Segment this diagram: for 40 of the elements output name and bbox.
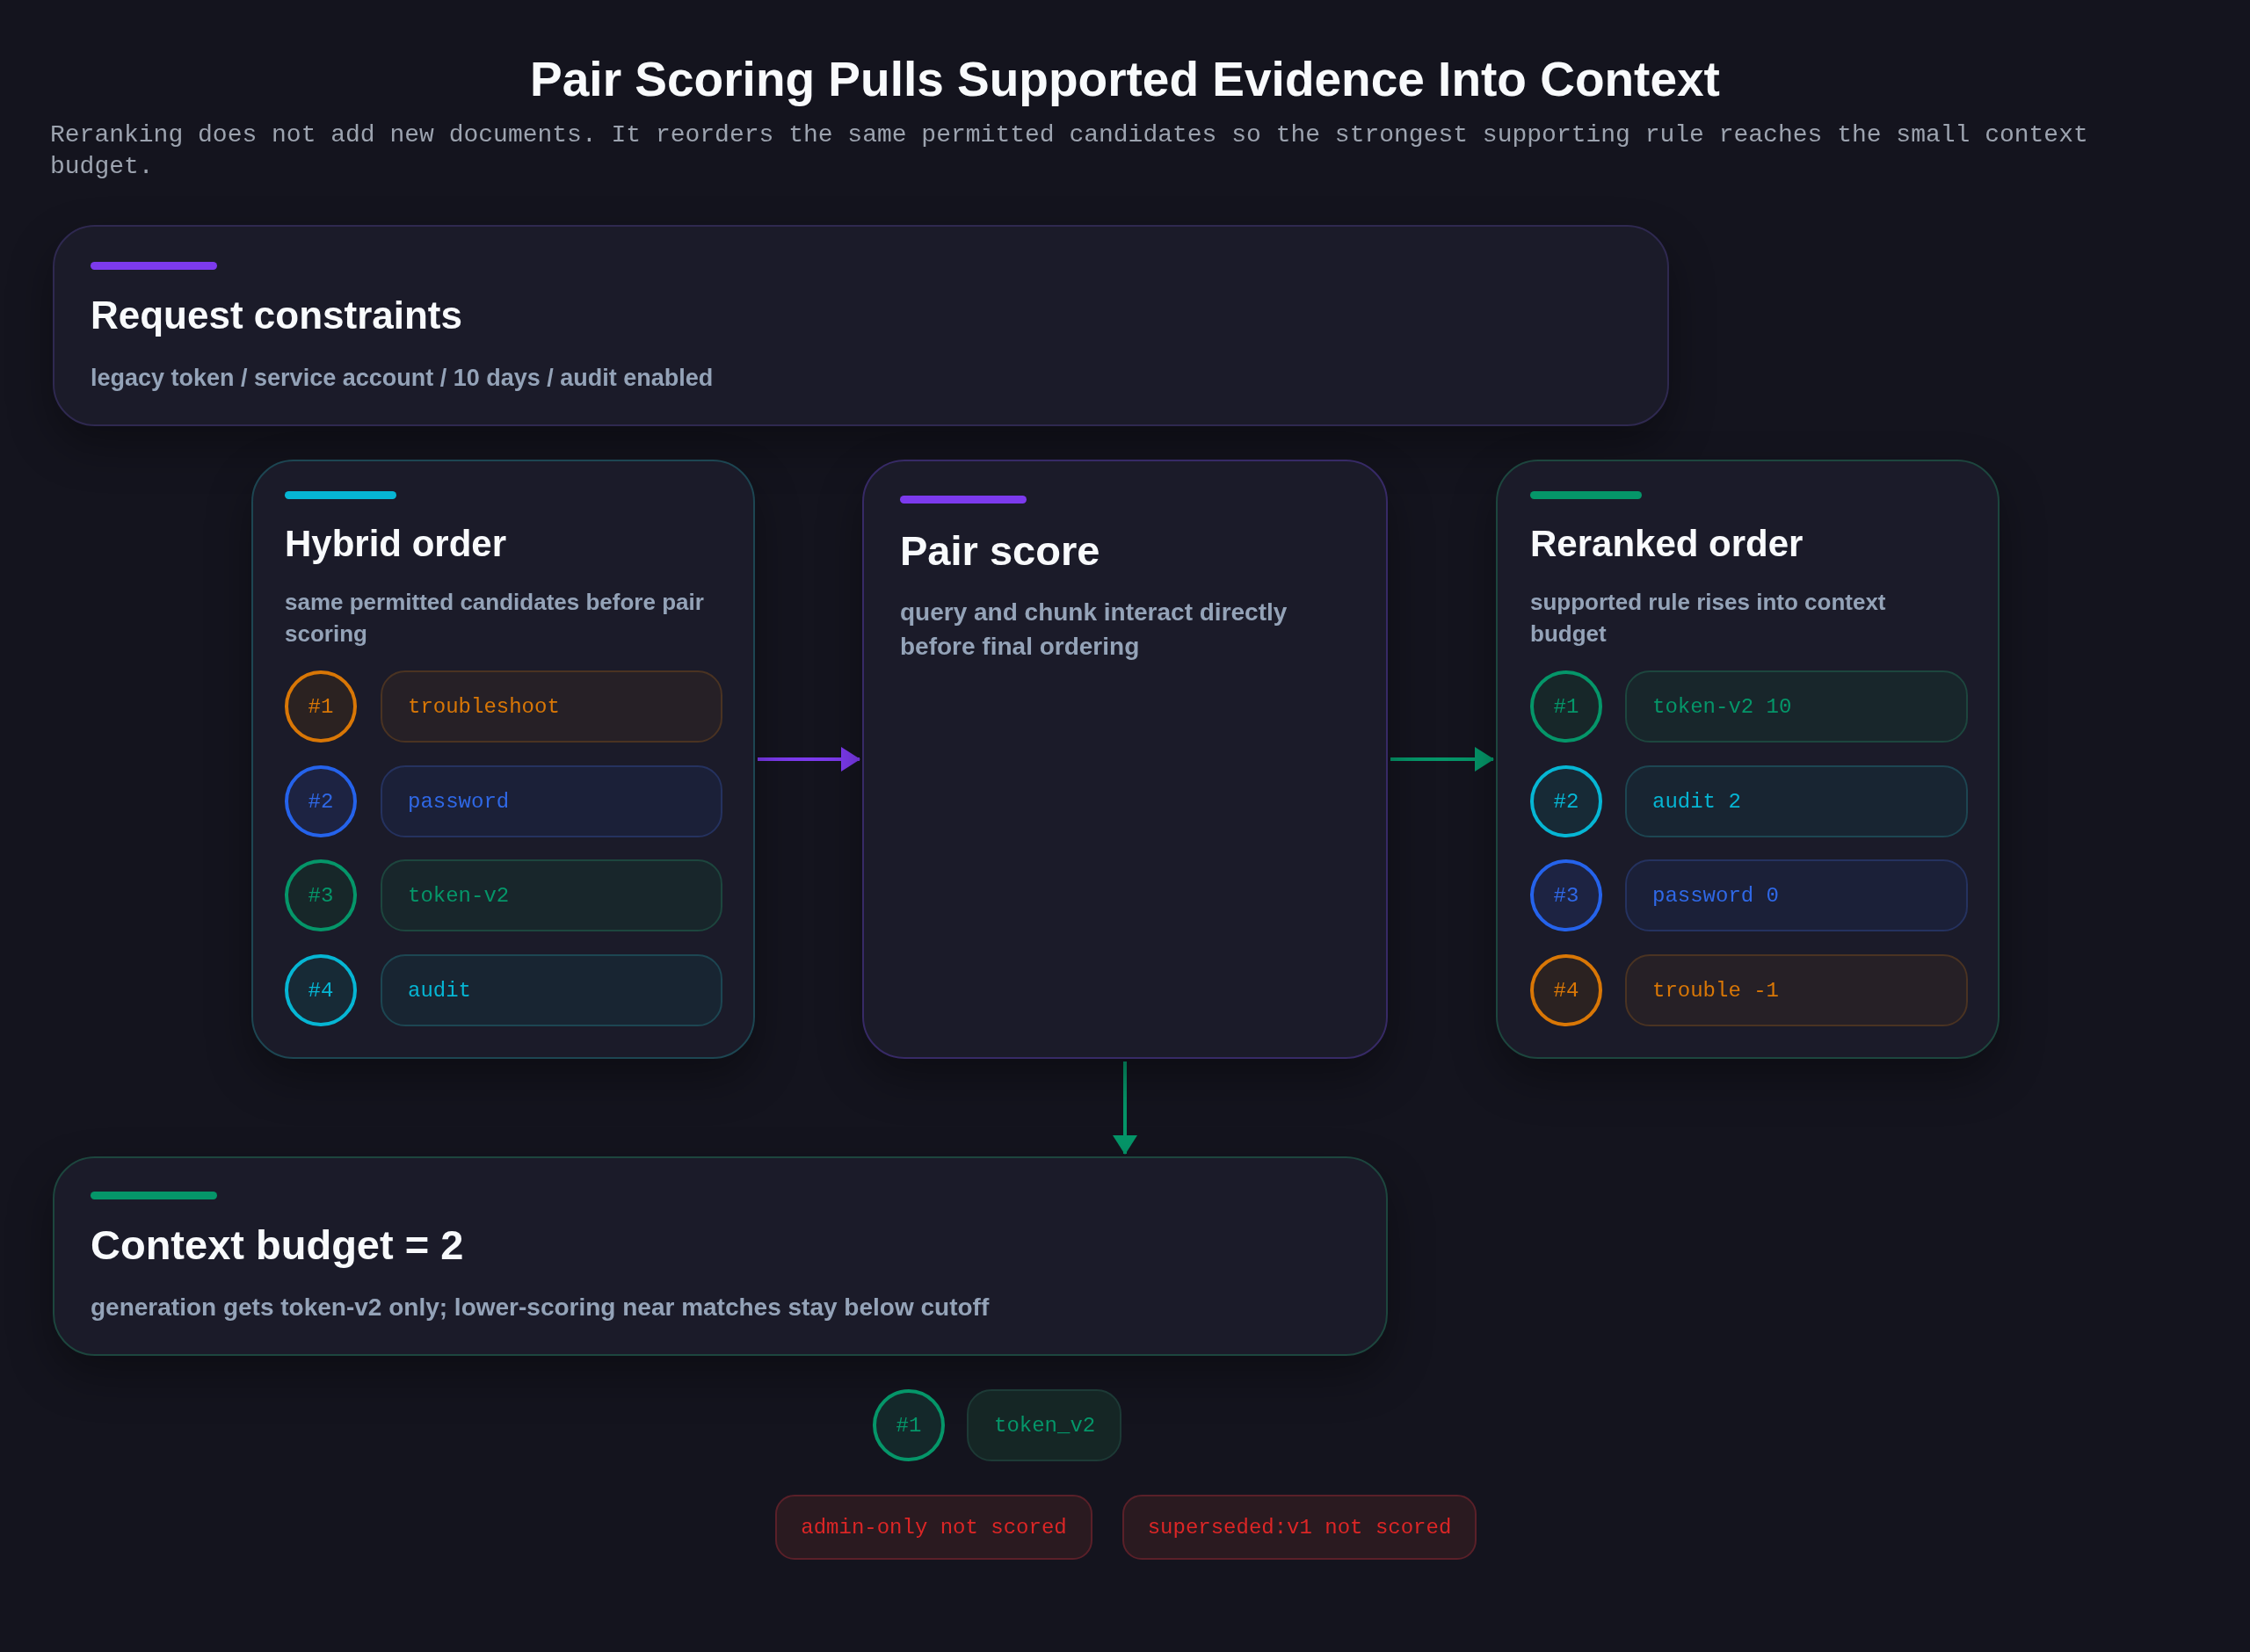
stage-card xyxy=(862,460,1388,1059)
card-description: same permitted candidates before pair scoring xyxy=(285,588,705,648)
rank-circle: #3 xyxy=(285,859,357,931)
stage-card xyxy=(53,1156,1388,1356)
candidate-chip: token-v2 xyxy=(381,859,722,931)
stage-card xyxy=(251,460,755,1059)
stage-card xyxy=(1496,460,2000,1059)
rank-circle: #2 xyxy=(1530,765,1602,837)
stage-card xyxy=(53,225,1669,426)
card-heading: Context budget = 2 xyxy=(91,1220,464,1270)
excluded-chip: superseded:v1 not scored xyxy=(1122,1495,1477,1560)
rank-circle: #1 xyxy=(873,1389,945,1461)
subtitle: Reranking does not add new documents. It reorders the same permitted candidates so the strongest supporting rule reaches the small context budget. xyxy=(50,120,2089,182)
candidate-chip: token-v2 10 xyxy=(1625,670,1968,743)
card-heading: Pair score xyxy=(900,525,1100,576)
rank-circle: #1 xyxy=(1530,670,1602,743)
rank-circle: #1 xyxy=(285,670,357,743)
card-heading: Reranked order xyxy=(1530,521,1804,566)
card-description: generation gets token-v2 only; lower-scoring near matches stay below cutoff xyxy=(91,1293,991,1322)
arrow xyxy=(1113,1061,1137,1155)
candidate-chip: password xyxy=(381,765,722,837)
card-description: query and chunk interact directly before final ordering xyxy=(900,597,1288,662)
candidate-chip: audit 2 xyxy=(1625,765,1968,837)
title: Pair Scoring Pulls Supported Evidence Into Context xyxy=(530,51,1720,108)
card-description: supported rule rises into context budget xyxy=(1530,588,1887,648)
excluded-chip: admin-only not scored xyxy=(775,1495,1092,1560)
candidate-chip: token_v2 xyxy=(967,1389,1121,1461)
candidate-chip: trouble -1 xyxy=(1625,954,1968,1026)
candidate-chip: password 0 xyxy=(1625,859,1968,931)
card-heading: Request constraints xyxy=(91,292,462,338)
rank-circle: #3 xyxy=(1530,859,1602,931)
card-heading: Hybrid order xyxy=(285,521,507,566)
candidate-chip: troubleshoot xyxy=(381,670,722,743)
rank-circle: #4 xyxy=(1530,954,1602,1026)
candidate-chip: audit xyxy=(381,954,722,1026)
rank-circle: #4 xyxy=(285,954,357,1026)
rank-circle: #2 xyxy=(285,765,357,837)
arrow xyxy=(1390,747,1494,772)
card-description: legacy token / service account / 10 days / audit enabled xyxy=(91,364,715,393)
arrow xyxy=(758,747,860,772)
